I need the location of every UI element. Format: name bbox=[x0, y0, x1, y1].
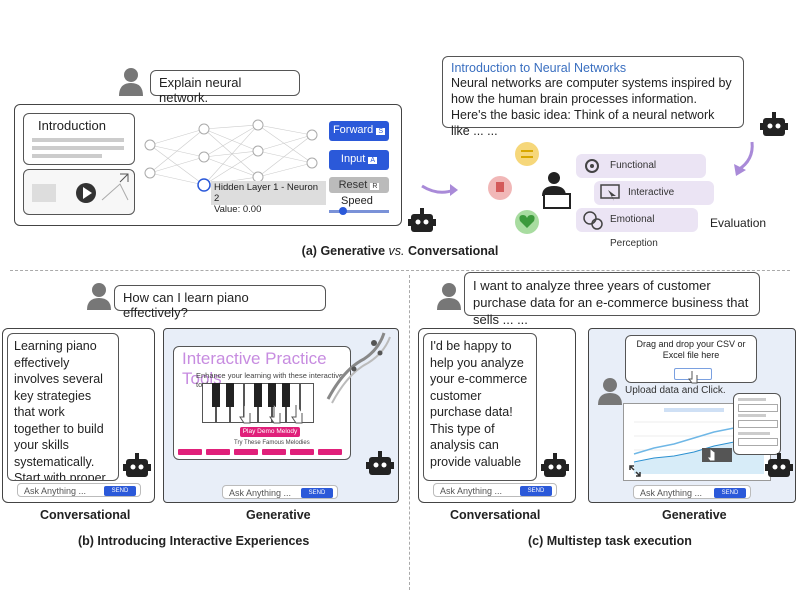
chat-message: Learning piano effectively involves seve… bbox=[7, 333, 119, 481]
send-button[interactable]: SEND bbox=[714, 488, 746, 498]
presenter-illustration bbox=[32, 173, 129, 203]
conversational-chat-panel: Learning piano effectively involves seve… bbox=[2, 328, 155, 503]
send-button[interactable]: SEND bbox=[301, 488, 333, 498]
user-prompt-bubble: Explain neural network. bbox=[150, 70, 300, 105]
user-icon bbox=[119, 68, 143, 96]
neuron-tooltip-value: Value: 0.00 bbox=[214, 204, 262, 215]
evaluation-label: Evaluation bbox=[710, 216, 767, 230]
functional-perception-pill: Functional Perception bbox=[576, 154, 706, 195]
chat-message-text: I'd be happy to help you analyze your e-… bbox=[430, 339, 528, 469]
cursor-screen-icon bbox=[600, 184, 620, 201]
generative-label: Generative bbox=[662, 508, 727, 522]
user-icon bbox=[598, 378, 622, 405]
user-prompt-text: Explain neural network. bbox=[159, 75, 242, 105]
caption-c: (c) Multistep task execution bbox=[528, 534, 692, 548]
ask-input[interactable]: Ask Anything ... SEND bbox=[433, 483, 557, 497]
person-at-computer-icon bbox=[548, 172, 560, 184]
melodies-label: Try These Famous Melodies bbox=[234, 440, 310, 446]
interactive-practice-card: Interactive Practice Tools Enhance your … bbox=[173, 346, 351, 460]
arrow-icon bbox=[734, 141, 754, 176]
neuron-tooltip: Hidden Layer 1 - Neuron 2 Value: 0.00 bbox=[211, 181, 326, 215]
melody-button[interactable] bbox=[234, 449, 258, 455]
introduction-label: Introduction bbox=[38, 118, 106, 133]
robot-icon bbox=[760, 112, 788, 136]
speed-slider-handle bbox=[339, 207, 347, 215]
robot-icon bbox=[123, 453, 151, 477]
robot-icon bbox=[366, 451, 394, 475]
send-button[interactable]: SEND bbox=[104, 486, 136, 496]
user-icon bbox=[87, 283, 111, 310]
chart-type-select[interactable] bbox=[738, 404, 778, 412]
user-prompt-bubble: How can I learn piano effectively? bbox=[114, 285, 326, 320]
generative-analysis-panel: Drag and drop your CSV or Excel file her… bbox=[588, 328, 796, 503]
play-demo-button[interactable]: Play Demo Melody bbox=[240, 427, 300, 437]
robot-icon bbox=[541, 453, 569, 477]
emotional-perception-label: Emotional Perception bbox=[610, 214, 658, 249]
input-button[interactable]: Input A bbox=[329, 150, 389, 170]
arrow-icon bbox=[421, 184, 458, 196]
upload-instruction: Upload data and Click. bbox=[625, 385, 726, 396]
hand-cursor-icon bbox=[239, 405, 303, 424]
customer-segment-select[interactable] bbox=[738, 438, 778, 446]
generative-label: Generative bbox=[246, 508, 311, 522]
send-button[interactable]: SEND bbox=[520, 486, 552, 496]
neural-network-graph[interactable] bbox=[140, 115, 325, 215]
ask-input[interactable]: Ask Anything ... SEND bbox=[17, 483, 141, 497]
neutral-icon bbox=[515, 142, 539, 166]
ask-input[interactable]: Ask Anything ... SEND bbox=[222, 485, 338, 499]
speed-slider[interactable] bbox=[329, 207, 389, 215]
robot-icon bbox=[408, 208, 436, 232]
response-title: Introduction to Neural Networks bbox=[451, 61, 627, 75]
caption-a: (a) Generative vs. Conversational bbox=[301, 244, 499, 258]
neuron-tooltip-title: Hidden Layer 1 - Neuron 2 bbox=[214, 182, 319, 204]
video-card[interactable] bbox=[23, 169, 135, 215]
robot-icon bbox=[765, 453, 793, 477]
user-prompt-bubble: I want to analyze three years of custome… bbox=[464, 272, 760, 327]
user-prompt-text: How can I learn piano effectively? bbox=[123, 290, 249, 320]
melody-button[interactable] bbox=[290, 449, 314, 455]
melody-button[interactable] bbox=[318, 449, 342, 455]
gears-icon bbox=[585, 159, 599, 173]
interactive-perception-pill: Interactive Perception bbox=[594, 181, 714, 222]
file-dropzone[interactable]: Drag and drop your CSV or Excel file her… bbox=[625, 335, 757, 384]
response-bubble: Introduction to Neural Networks Neural n… bbox=[442, 56, 744, 138]
segment-by-select[interactable] bbox=[738, 420, 778, 428]
user-icon bbox=[437, 283, 461, 310]
reset-button[interactable]: Reset R bbox=[329, 177, 389, 193]
neural-network-demo-panel: Introduction Hidde bbox=[14, 104, 402, 226]
ask-input[interactable]: Ask Anything ... SEND bbox=[633, 485, 751, 499]
introduction-card[interactable]: Introduction bbox=[23, 113, 135, 165]
chart-settings-popover[interactable] bbox=[733, 393, 781, 455]
melody-button[interactable] bbox=[206, 449, 230, 455]
melody-button[interactable] bbox=[178, 449, 202, 455]
music-notes-decoration-icon bbox=[326, 332, 391, 404]
response-body: Neural networks are computer systems ins… bbox=[451, 76, 732, 138]
conversational-label: Conversational bbox=[450, 508, 541, 522]
forward-button[interactable]: Forward S bbox=[329, 121, 389, 141]
section-divider-horizontal bbox=[10, 270, 790, 271]
hand-cursor-icon bbox=[706, 449, 716, 462]
hand-cursor-icon bbox=[688, 371, 698, 384]
speed-label: Speed bbox=[341, 195, 373, 207]
conversational-chat-panel: I'd be happy to help you analyze your e-… bbox=[418, 328, 576, 503]
emotions-icon bbox=[583, 211, 603, 230]
caption-b: (b) Introducing Interactive Experiences bbox=[78, 534, 310, 548]
user-prompt-text: I want to analyze three years of custome… bbox=[473, 278, 749, 327]
piano-keyboard[interactable] bbox=[202, 383, 314, 424]
conversational-label: Conversational bbox=[40, 508, 131, 522]
dropzone-text: Drag and drop your CSV or Excel file her… bbox=[636, 339, 746, 360]
evaluation-diagram bbox=[488, 142, 571, 234]
generative-piano-panel: Interactive Practice Tools Enhance your … bbox=[163, 328, 399, 503]
chat-message: I'd be happy to help you analyze your e-… bbox=[423, 333, 537, 481]
expand-icon[interactable] bbox=[629, 465, 641, 477]
section-divider-vertical bbox=[409, 275, 410, 590]
emotional-perception-pill: Emotional Perception bbox=[576, 208, 698, 249]
chat-message-text: Learning piano effectively involves seve… bbox=[14, 339, 106, 481]
melody-button[interactable] bbox=[262, 449, 286, 455]
